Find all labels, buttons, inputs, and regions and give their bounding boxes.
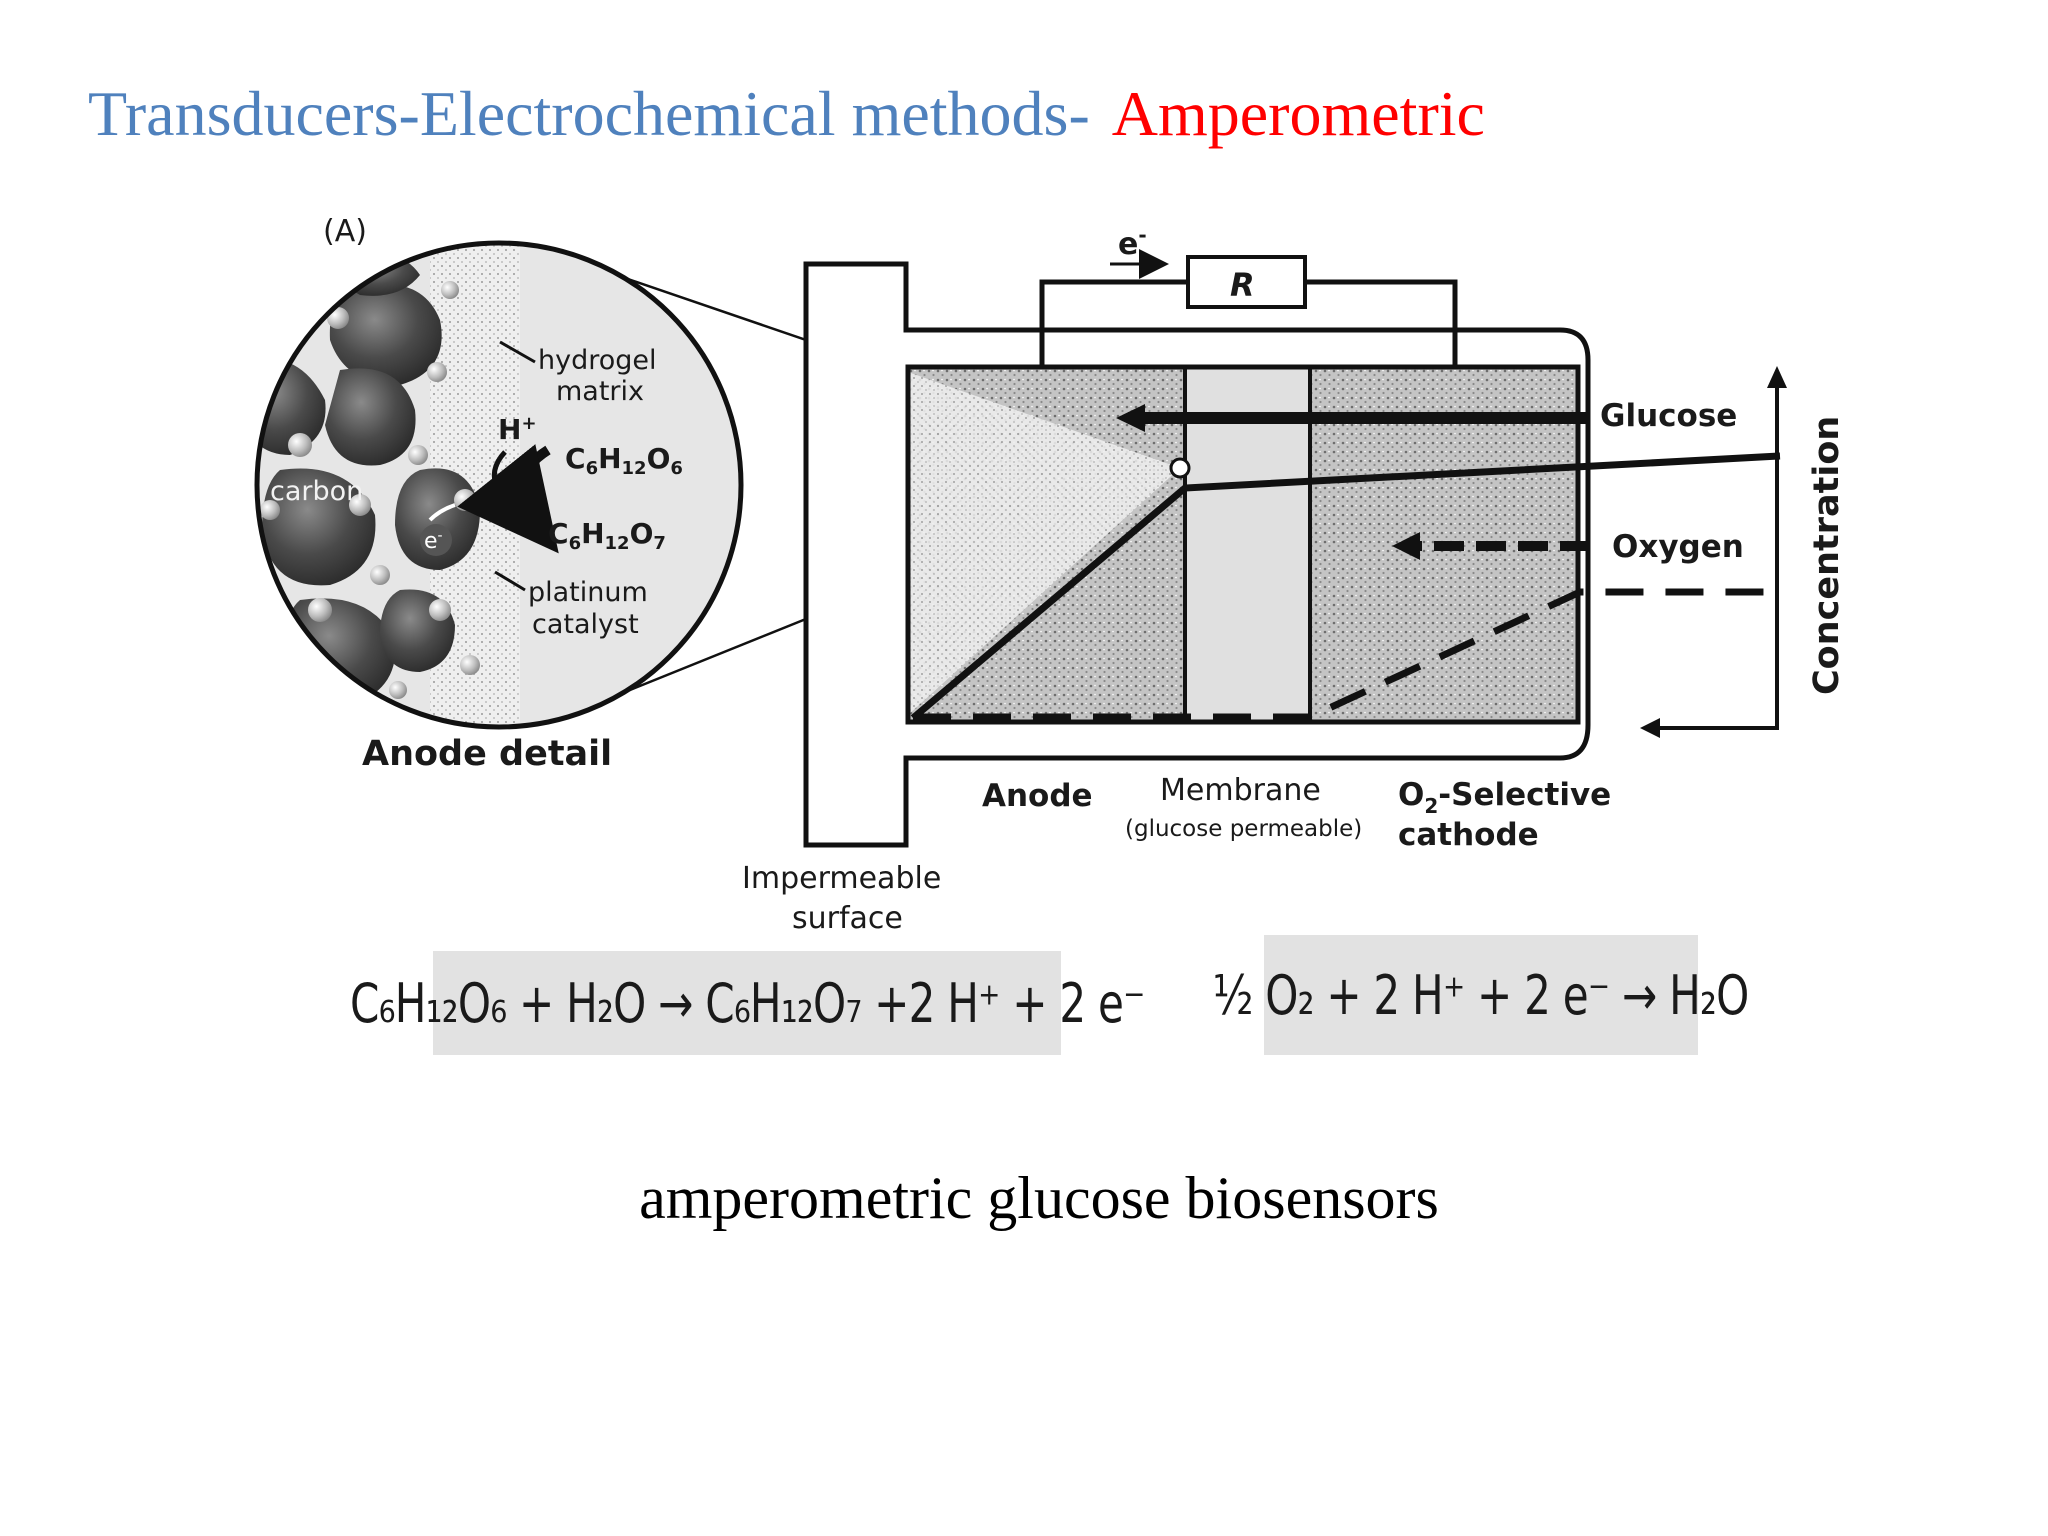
circuit-wire <box>1039 279 1458 367</box>
oxygen-concentration-line <box>913 588 1780 721</box>
hydrogel-label-1: hydrogel <box>538 345 657 376</box>
electron-label-circuit: e- <box>1118 223 1147 262</box>
panel-label: (A) <box>323 214 367 249</box>
anode-reaction-equation: C₆H₁₂O₆ + H₂O → C₆H₁₂O₇ +2 H⁺ + 2 e⁻ <box>350 951 1145 1055</box>
cell-labels: Anode Membrane (glucose permeable) O2-Se… <box>742 773 1611 936</box>
electron-flow-arrow-icon <box>428 503 456 522</box>
platinum-pointer <box>494 570 526 592</box>
cathode-label-2: cathode <box>1398 817 1539 853</box>
reaction-curve-arrow-icon <box>457 444 559 554</box>
platinum-label-2: catalyst <box>532 609 639 640</box>
carbon-label: carbon <box>270 476 363 507</box>
magnifier-outline <box>254 240 744 730</box>
h-plus-label: H+ <box>498 413 537 446</box>
platinum-spheres <box>260 281 480 699</box>
impermeable-label-2: surface <box>792 901 903 936</box>
oxygen-profile: Oxygen <box>913 529 1780 721</box>
platinum-label-1: platinum <box>528 577 648 608</box>
glucose-profile: Glucose <box>910 398 1781 721</box>
membrane-note-label: (glucose permeable) <box>1125 816 1362 842</box>
oxygen-label: Oxygen <box>1612 529 1744 565</box>
glucose-formula-label: C6H12O6 <box>565 442 683 479</box>
glucose-label: Glucose <box>1600 398 1737 434</box>
cathode-label-1: O2-Selective <box>1398 777 1611 818</box>
hydrogel-label-2: matrix <box>556 376 644 407</box>
concentration-axis-arrowhead <box>1767 366 1787 388</box>
anode-junction-node <box>1169 457 1191 479</box>
anode-light-wedge <box>908 372 1180 715</box>
anode-reaction-text: C₆H₁₂O₆ + H₂O → C₆H₁₂O₇ +2 H⁺ + 2 e⁻ <box>349 971 1145 1035</box>
electron-badge <box>420 524 452 556</box>
hydrogel-pointer <box>499 340 536 364</box>
external-circuit: R e- <box>1039 223 1458 367</box>
concentration-axis-base-arrowhead <box>1640 718 1660 738</box>
resistor-label: R <box>1230 266 1255 304</box>
slide-title: Transducers-Electrochemical methods-Ampe… <box>88 82 1485 146</box>
cathode-reaction-text: ½ O₂ + 2 H⁺ + 2 e⁻ → H₂O <box>1213 963 1750 1027</box>
impermeable-label-1: Impermeable <box>742 861 941 896</box>
membrane-region <box>1185 367 1310 722</box>
resistor <box>1186 255 1307 309</box>
glucose-flux-arrowhead <box>1116 404 1145 432</box>
glucose-concentration-line <box>910 452 1781 721</box>
concentration-axis: Concentration <box>1640 366 1847 738</box>
anode-detail-labels: hydrogel matrix carbon H+ C6H12O6 C6H12O… <box>270 340 683 774</box>
anode-detail-magnifier <box>254 240 744 730</box>
anode-label: Anode <box>982 778 1093 814</box>
title-highlight: Amperometric <box>1111 78 1485 149</box>
sensor-cell <box>803 261 1591 848</box>
membrane-label: Membrane <box>1160 773 1321 808</box>
cathode-reaction-equation: ½ O₂ + 2 H⁺ + 2 e⁻ → H₂O <box>1213 935 1750 1055</box>
concentration-label: Concentration <box>1807 416 1847 695</box>
anode-detail-heading: Anode detail <box>362 734 612 774</box>
slide-caption: amperometric glucose biosensors <box>639 1165 1439 1231</box>
oxygen-flux-arrowhead <box>1392 532 1420 560</box>
title-prefix: Transducers-Electrochemical methods- <box>88 78 1090 149</box>
electron-label-detail: e- <box>424 528 443 554</box>
